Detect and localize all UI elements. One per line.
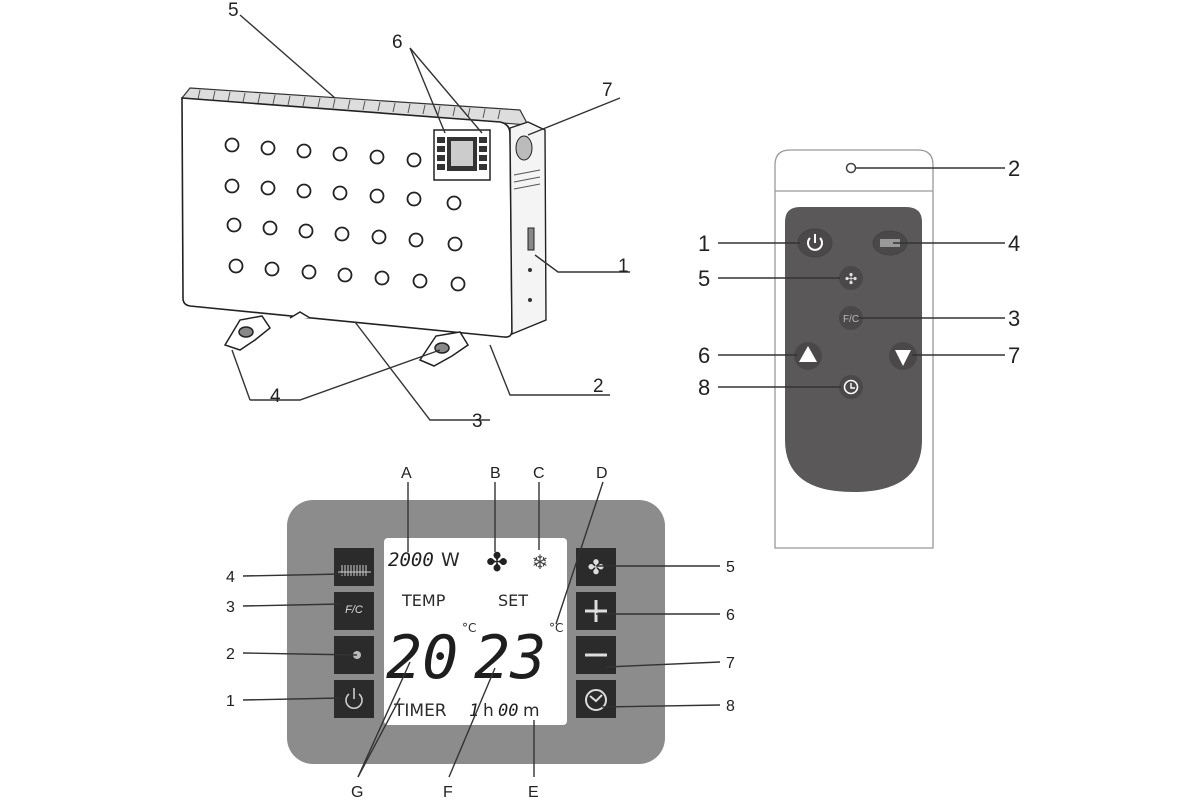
- remote-callout-3: 3: [1008, 306, 1020, 331]
- snowflake-icon: ❄: [532, 552, 549, 574]
- temp-label: TEMP: [401, 591, 446, 610]
- remote-up-button[interactable]: [794, 342, 822, 370]
- heater-callout-1: 1: [618, 256, 629, 277]
- heater-callout-5: 5: [228, 0, 239, 21]
- heater-callout-4: 4: [270, 386, 281, 407]
- callout-f: F: [443, 784, 453, 800]
- panel-power-button[interactable]: [334, 680, 374, 718]
- callout-e: E: [528, 784, 539, 800]
- callout-c: C: [533, 465, 545, 482]
- timer-label: TIMER: [393, 701, 447, 721]
- remote-fc-button[interactable]: F/C: [839, 306, 863, 330]
- remote-fan-button[interactable]: ✣: [839, 266, 863, 290]
- heater-control-panel: [433, 129, 491, 181]
- panel-fc-button[interactable]: F/C: [334, 592, 374, 630]
- up-arrow-icon: [799, 346, 817, 362]
- panel-callout-5: 5: [726, 559, 735, 576]
- timer-minutes: 00: [498, 701, 518, 721]
- set-temp: 23: [474, 623, 546, 693]
- fan-mode-icon: ✤: [486, 547, 508, 577]
- heater-callout-2: 2: [593, 376, 604, 397]
- power-icon: [345, 693, 363, 709]
- callout-b: B: [490, 465, 501, 482]
- fan-icon: ✤: [588, 557, 605, 579]
- heater-icon: [880, 239, 900, 247]
- fc-label: F/C: [843, 314, 859, 325]
- heater-callout-7: 7: [602, 80, 613, 101]
- timer-h: h: [483, 701, 494, 721]
- heater-icon: [338, 565, 371, 576]
- control-panel: F/C ✤ 2000: [226, 465, 735, 800]
- remote-control: ✣ F/C 1 2: [698, 149, 1020, 549]
- power-unit: W: [441, 549, 460, 571]
- panel-callout-8: 8: [726, 698, 735, 715]
- power-icon: [807, 237, 823, 251]
- lcd-content: 2000 W ✤ ❄ TEMP SET 20 °C 23 °C TIMER 1 …: [386, 547, 563, 721]
- lcd-screen: [384, 538, 567, 725]
- heater-callout-6: 6: [392, 32, 403, 53]
- panel-timer-button[interactable]: [576, 680, 616, 718]
- remote-callout-2: 2: [1008, 156, 1020, 181]
- remote-ir-led: [845, 162, 857, 174]
- panel-callout-2: 2: [226, 646, 235, 663]
- down-arrow-icon: [895, 350, 911, 366]
- heater-illustration: 1 2 3 4 5 6 7: [180, 0, 630, 432]
- remote-down-button[interactable]: [889, 342, 917, 370]
- panel-plus-button[interactable]: [576, 592, 616, 630]
- callout-a: A: [401, 465, 412, 482]
- remote-timer-button[interactable]: [839, 375, 863, 399]
- panel-callout-4: 4: [226, 569, 235, 586]
- panel-callout-6: 6: [726, 607, 735, 624]
- timer-hours: 1: [469, 701, 479, 721]
- callout-d: D: [596, 465, 608, 482]
- remote-power-button[interactable]: [797, 228, 833, 258]
- fan-icon: ✣: [845, 271, 858, 288]
- current-temp: 20: [386, 623, 458, 693]
- set-label: SET: [498, 591, 528, 610]
- remote-callout-5: 5: [698, 266, 710, 291]
- set-temp-unit: °C: [549, 621, 563, 635]
- remote-callout-4: 4: [1008, 231, 1020, 256]
- current-temp-unit: °C: [462, 621, 476, 635]
- panel-callout-1: 1: [226, 693, 235, 710]
- heater-callout-3: 3: [472, 411, 483, 432]
- panel-fan-button[interactable]: ✤: [576, 548, 616, 586]
- timer-m: m: [523, 701, 540, 721]
- power-readout: 2000: [388, 549, 434, 571]
- fc-label: F/C: [345, 604, 363, 616]
- callout-g: G: [351, 784, 363, 800]
- remote-callout-8: 8: [698, 375, 710, 400]
- remote-heat-button[interactable]: [872, 230, 908, 256]
- remote-callout-7: 7: [1008, 343, 1020, 368]
- clock-icon: [585, 689, 607, 711]
- panel-heat-button[interactable]: [334, 548, 374, 586]
- heater-feet: [223, 311, 470, 367]
- remote-callout-6: 6: [698, 343, 710, 368]
- panel-callout-3: 3: [226, 599, 235, 616]
- remote-callout-1: 1: [698, 231, 710, 256]
- panel-minus-button[interactable]: [576, 636, 616, 674]
- panel-callout-7: 7: [726, 655, 735, 672]
- clock-icon: [843, 379, 859, 395]
